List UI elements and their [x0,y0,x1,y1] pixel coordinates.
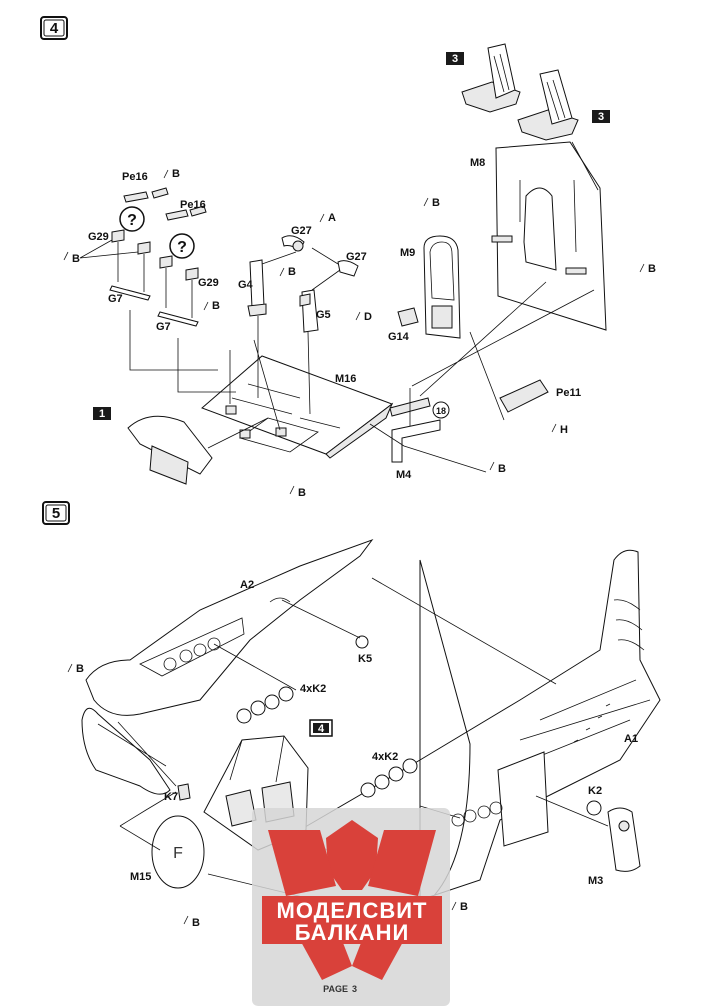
svg-text:G7: G7 [156,321,171,333]
step-5: 5 A2 A1 4 [42,501,661,929]
part-g7-a: G7 [108,285,151,305]
svg-text:K5: K5 [358,653,372,665]
fuselage-half-a2: A2 [81,538,374,795]
svg-text:?: ? [127,212,137,229]
part-k7: K7 [164,783,191,803]
watermark-emblem: МОДЕЛСВИТ БАЛКАНИ [262,820,442,980]
watermark-line-1: МОДЕЛСВИТ [277,898,428,923]
question-mark-a: ? [119,206,145,232]
step-4-number: 4 [50,20,59,37]
part-g29-a: G29 [88,229,151,255]
svg-text:4xK2: 4xK2 [300,683,326,695]
frame-m9: M9 [400,235,461,339]
windows-k2-set-b: 4xK2 [360,751,418,798]
part-g27-a: G27 [281,225,312,252]
part-pe16-a: Pe16 [122,171,169,203]
page-footer: PAGE 3 [323,984,357,994]
svg-text:Pe11: Pe11 [556,387,581,399]
part-g5: G5 [299,289,331,333]
step-4-badge: 4 [40,16,68,40]
svg-text:1: 1 [99,408,105,420]
paint-callouts-step4: B B B A B B D B H B B [63,168,656,499]
svg-text:G5: G5 [316,309,331,321]
svg-text:3: 3 [598,111,604,123]
ref-badge-cockpit: 4 [309,719,333,737]
part-pe16-b: Pe16 [165,199,207,221]
question-mark-b: ? [169,233,195,259]
step-5-number: 5 [52,505,60,522]
svg-text:B: B [432,197,440,209]
part-g27-b: G27 [337,251,367,277]
svg-text:G4: G4 [238,279,254,291]
svg-text:A: A [328,212,336,224]
svg-text:B: B [76,663,84,675]
svg-text:G27: G27 [346,251,367,263]
svg-text:B: B [298,487,306,499]
svg-text:G29: G29 [198,277,219,289]
part-pe11: Pe11 [499,379,581,413]
decal-strip: 18 [389,397,450,419]
window-k5: K5 [355,635,372,665]
floor-m16: M16 [201,355,394,459]
svg-text:D: D [364,311,372,323]
svg-text:4: 4 [318,723,325,735]
step-5-badge: 5 [42,501,70,525]
svg-text:G27: G27 [291,225,312,237]
page-label: PAGE [323,984,348,994]
part-g7-b: G7 [156,311,199,333]
svg-text:K7: K7 [164,791,178,803]
paint-callouts-step5: B B B [67,663,468,929]
seat-part-a [461,43,521,113]
svg-text:B: B [192,917,200,929]
svg-text:B: B [498,463,506,475]
svg-text:18: 18 [436,406,446,416]
svg-text:H: H [560,424,568,436]
svg-text:K2: K2 [588,785,602,797]
watermark-line-2: БАЛКАНИ [295,920,410,945]
windows-k2-set-a: 4xK2 [236,683,326,724]
part-g29-b: G29 [159,255,219,289]
part-g4: G4 [238,259,267,317]
label-g14: G14 [388,331,410,343]
part-m4: M4 [391,419,441,481]
window-k2-single: K2 [586,785,602,816]
svg-text:G29: G29 [88,231,109,243]
hatch-m3: M3 [588,807,641,887]
svg-text:B: B [288,266,296,278]
svg-text:B: B [460,901,468,913]
ref-badge-seat-b: 3 [592,110,610,123]
seat-part-b [517,69,579,141]
svg-text:B: B [172,168,180,180]
svg-text:F: F [173,845,183,862]
svg-text:?: ? [177,239,187,256]
bulkhead-m15: F M15 [130,815,205,889]
bulkhead-m8: M8 [470,141,607,331]
label-m9: M9 [400,247,415,259]
svg-text:Pe16: Pe16 [180,199,206,211]
svg-text:M15: M15 [130,871,151,883]
ref-badge-panel: 1 [93,407,111,420]
svg-text:3: 3 [452,53,458,65]
watermark: МОДЕЛСВИТ БАЛКАНИ [252,808,450,1006]
label-a2: A2 [240,579,254,591]
svg-text:B: B [212,300,220,312]
svg-text:B: B [72,253,80,265]
label-m8: M8 [470,157,485,169]
svg-text:4xK2: 4xK2 [372,751,398,763]
part-g14: G14 [388,307,419,343]
svg-text:M3: M3 [588,875,603,887]
svg-text:B: B [648,263,656,275]
step-4: 4 3 3 M8 [40,16,656,499]
instrument-panel-part [127,415,269,485]
page-number: 3 [352,984,357,994]
svg-text:G7: G7 [108,293,123,305]
svg-text:M4: M4 [396,469,412,481]
label-m16: M16 [335,373,356,385]
svg-text:Pe16: Pe16 [122,171,148,183]
label-a1: A1 [624,733,638,745]
ref-badge-seat-a: 3 [446,52,464,65]
